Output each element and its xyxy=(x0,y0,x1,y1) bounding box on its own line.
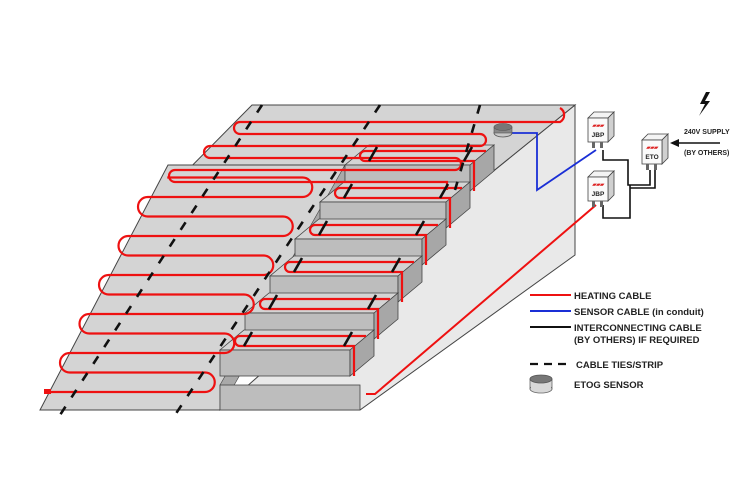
step-cable-loop xyxy=(233,334,366,376)
box-logo-icon: ▰▰▰ xyxy=(591,123,605,129)
legend-sensor-puck-icon xyxy=(529,374,553,394)
box-gland xyxy=(600,201,603,207)
cable-tie-step xyxy=(267,294,279,310)
legend: HEATING CABLE SENSOR CABLE (in conduit) … xyxy=(529,291,704,394)
box-label: JBP xyxy=(592,191,605,198)
legend-sensor-puck-label: ETOG SENSOR xyxy=(574,380,644,391)
cable-tie-strip xyxy=(173,104,382,416)
box-front xyxy=(641,139,663,165)
box-gland xyxy=(592,142,595,148)
box-front xyxy=(587,176,609,202)
jbp-box-top: ▰▰▰ JBP xyxy=(587,111,615,148)
box-label: JBP xyxy=(592,132,605,139)
cable-tie-step xyxy=(292,257,304,273)
step-cable-loop xyxy=(333,186,462,228)
sensor-cable xyxy=(512,132,597,192)
supply-label-line1: 240V SUPPLY xyxy=(684,129,730,136)
legend-heating-label: HEATING CABLE xyxy=(574,291,651,302)
heating-cable-ramp xyxy=(48,176,314,394)
cable-tie-step xyxy=(242,331,254,347)
cable-tie-step xyxy=(462,146,474,162)
etog-sensor-on-slab xyxy=(493,123,513,138)
step-cable-loop xyxy=(283,260,414,302)
step-riser xyxy=(219,349,351,377)
step-cable-loop xyxy=(258,297,390,339)
interconnect-cable-2 xyxy=(602,170,656,219)
legend-interconnect-label-2: (BY OTHERS) IF REQUIRED xyxy=(574,335,700,346)
heating-cable-steps xyxy=(233,149,486,376)
legend-ties-label: CABLE TIES/STRIP xyxy=(576,360,664,371)
cable-tie-step xyxy=(342,183,354,199)
eto-control-box: ▰▰▰ ETO xyxy=(641,133,669,170)
legend-interconnect-label-1: INTERCONNECTING CABLE xyxy=(574,323,702,334)
cable-tie-step xyxy=(414,220,426,236)
supply-arrow-head-icon xyxy=(670,139,679,147)
box-label: ETO xyxy=(645,154,658,161)
box-gland xyxy=(600,142,603,148)
legend-sensor-label: SENSOR CABLE (in conduit) xyxy=(574,307,704,318)
step-cable-loop xyxy=(308,223,438,265)
bottom-step-riser xyxy=(219,384,361,411)
cable-tie-step xyxy=(390,257,402,273)
cable-end-cap xyxy=(44,389,51,394)
box-logo-icon: ▰▰▰ xyxy=(591,182,605,188)
box-gland xyxy=(646,164,649,170)
jbp-box-bottom: ▰▰▰ JBP xyxy=(587,170,615,207)
box-logo-icon: ▰▰▰ xyxy=(645,145,659,151)
box-front xyxy=(587,117,609,143)
cable-tie-step xyxy=(367,146,379,162)
cable-runs xyxy=(44,107,656,395)
heating-cable-top xyxy=(167,107,566,190)
concrete-structure xyxy=(39,103,577,412)
step-cable-loop xyxy=(358,149,486,191)
cable-tie-step xyxy=(438,183,450,199)
cable-tie-step xyxy=(317,220,329,236)
cable-tie-strip xyxy=(453,104,482,191)
cable-ties xyxy=(58,104,482,416)
cable-tie-step xyxy=(342,331,354,347)
interconnect-cable-1 xyxy=(602,150,651,186)
heating-cable-to-jbp xyxy=(366,204,597,395)
box-gland xyxy=(654,164,657,170)
cable-tie-strip xyxy=(58,104,264,416)
supply-label-line2: (BY OTHERS) xyxy=(684,150,729,157)
cable-tie-step xyxy=(366,294,378,310)
lightning-icon xyxy=(699,92,710,116)
box-gland xyxy=(592,201,595,207)
